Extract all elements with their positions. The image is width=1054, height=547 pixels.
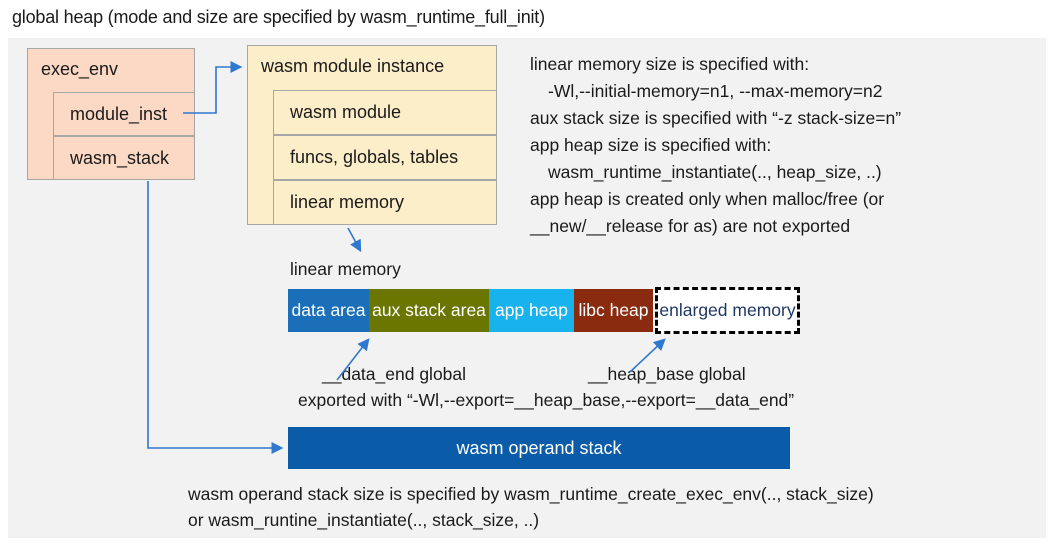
page-title: global heap (mode and size are specified… — [12, 7, 545, 27]
exported-with-label: exported with “-Wl,--export=__heap_base,… — [298, 390, 795, 410]
linear-memory-row-label: linear memory — [290, 192, 405, 212]
footer-line: or wasm_runtine_instantiate(.., stack_si… — [188, 510, 540, 530]
wasm-stack-label: wasm_stack — [70, 147, 170, 168]
funcs-globals-tables-label: funcs, globals, tables — [290, 147, 459, 167]
module-instance-header-label: wasm module instance — [261, 56, 445, 76]
footer-note: wasm operand stack size is specified by … — [188, 481, 874, 533]
segment-app-heap-label: app heap — [495, 300, 568, 320]
note-line: app heap is created only when malloc/fre… — [530, 189, 885, 209]
wasm-stack-box: wasm_stack — [53, 136, 195, 180]
segment-enlarged-memory: enlarged memory — [655, 287, 800, 334]
notes-block: linear memory size is specified with: -W… — [530, 51, 1045, 240]
module-inst-label: module_inst — [70, 103, 168, 124]
segment-libc-heap-label: libc heap — [578, 300, 649, 320]
data-end-label: __data_end global — [322, 364, 467, 384]
segment-libc-heap: libc heap — [574, 289, 653, 332]
note-line: wasm_runtime_instantiate(.., heap_size, … — [548, 162, 882, 182]
note-line: __new/__release for as) are not exported — [530, 216, 851, 236]
memory-bar: data area aux stack area app heap libc h… — [288, 287, 800, 334]
funcs-globals-tables-row: funcs, globals, tables — [273, 135, 497, 180]
heap-base-label: __heap_base global — [588, 364, 746, 384]
linear-memory-row: linear memory — [273, 180, 497, 225]
footer-line: wasm operand stack size is specified by … — [188, 484, 874, 504]
wasm-module-label: wasm module — [290, 102, 402, 122]
note-line: app heap size is specified with: — [530, 135, 772, 155]
wasm-module-row: wasm module — [273, 90, 497, 135]
module-inst-box: module_inst — [53, 92, 195, 136]
exec-env-header-label: exec_env — [41, 59, 119, 79]
segment-data-area: data area — [288, 289, 369, 332]
segment-aux-stack-area: aux stack area — [369, 289, 489, 332]
segment-aux-stack-area-label: aux stack area — [372, 300, 486, 320]
note-line: aux stack size is specified with “-z sta… — [530, 108, 902, 128]
linear-memory-label: linear memory — [290, 259, 401, 279]
note-line: linear memory size is specified with: — [530, 54, 810, 74]
segment-data-area-label: data area — [291, 300, 366, 320]
operand-stack-label: wasm operand stack — [456, 437, 622, 458]
segment-app-heap: app heap — [489, 289, 574, 332]
segment-enlarged-memory-label: enlarged memory — [659, 300, 796, 320]
note-line: -Wl,--initial-memory=n1, --max-memory=n2 — [548, 81, 883, 101]
operand-stack-bar: wasm operand stack — [288, 427, 790, 469]
